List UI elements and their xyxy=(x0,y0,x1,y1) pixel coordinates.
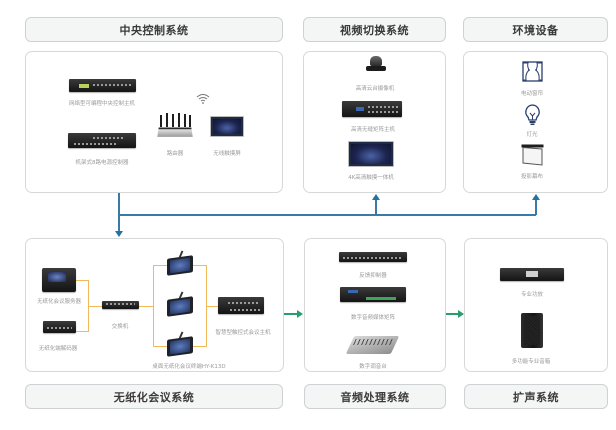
paperless-decoder-device xyxy=(43,321,76,333)
video-matrix-device xyxy=(342,101,402,117)
router-device xyxy=(157,113,193,137)
paperless-header: 无纸化会议系统 xyxy=(25,384,283,409)
ptz-camera-label: 高清云台摄像机 xyxy=(355,86,395,92)
router-label: 路由器 xyxy=(166,151,184,157)
power-amplifier-label: 专业功放 xyxy=(520,292,544,298)
central-controller-device xyxy=(69,79,136,92)
network-switch-device xyxy=(102,301,139,309)
curtain-icon xyxy=(522,61,543,82)
video-switching-panel xyxy=(303,51,446,193)
paperless-decoder-label: 无纸化端解码器 xyxy=(38,346,78,352)
video-switching-header: 视频切换系统 xyxy=(303,17,446,42)
paperless-title: 无纸化会议系统 xyxy=(113,390,195,404)
central-control-title: 中央控制系统 xyxy=(119,23,189,37)
projection-screen-icon xyxy=(521,144,544,166)
environment-header: 环境设备 xyxy=(463,17,608,42)
feedback-suppressor-device xyxy=(339,252,407,262)
network-switch-label: 交换机 xyxy=(111,324,129,330)
audio-matrix-device xyxy=(340,287,406,302)
audio-matrix-label: 数字音频媒体矩阵 xyxy=(350,315,396,321)
power-sequencer-device xyxy=(68,133,136,148)
arrow-to-audio-icon xyxy=(297,310,303,318)
power-sequencer-label: 机架式8路电源控制器 xyxy=(75,160,129,166)
central-control-panel xyxy=(25,51,283,193)
connector-central-down xyxy=(118,193,120,232)
audio-header: 音频处理系统 xyxy=(304,384,446,409)
video-matrix-label: 高清无缝矩阵主机 xyxy=(350,127,396,133)
wire-terminal-bus-left xyxy=(153,265,154,347)
conference-terminal-3 xyxy=(167,331,193,357)
arrow-to-paperless-icon xyxy=(115,231,123,237)
wire-decoder xyxy=(76,331,88,332)
environment-title: 环境设备 xyxy=(512,23,559,37)
connector-env-up xyxy=(535,199,537,215)
connector-audio-pa xyxy=(446,313,459,315)
touch-panel-device xyxy=(210,116,244,137)
video-switching-title: 视频切换系统 xyxy=(340,23,409,37)
central-controller-label: 网络型可编程中央控制主机 xyxy=(68,101,136,107)
connector-paperless-audio xyxy=(284,313,298,315)
arrow-to-environment-icon xyxy=(532,194,540,200)
conference-terminal-label: 桌面无纸化会议终端HY-K13D xyxy=(152,364,226,370)
paperless-server-device xyxy=(42,268,76,292)
audio-title: 音频处理系统 xyxy=(340,390,410,404)
ptz-camera-device xyxy=(366,56,388,72)
connector-video-up xyxy=(375,199,377,215)
touch-display-device xyxy=(348,141,394,167)
arrow-to-video-icon xyxy=(372,194,380,200)
speaker-label: 多功能专业音箱 xyxy=(511,359,551,365)
touch-panel-label: 无线触摸屏 xyxy=(213,151,241,157)
feedback-suppressor-label: 反馈抑制器 xyxy=(359,273,387,279)
conference-host-label: 智慧型触控式会议主机 xyxy=(215,330,271,336)
touch-display-label: 4K高清触摸一体机 xyxy=(348,175,394,181)
projection-screen-label: 投影幕布 xyxy=(520,174,544,180)
conference-terminal-2 xyxy=(167,291,193,317)
pa-panel xyxy=(464,238,608,372)
wire-server xyxy=(76,280,88,281)
curtain-label: 电动窗帘 xyxy=(520,91,544,97)
wifi-icon xyxy=(196,94,210,104)
digital-mixer-device xyxy=(345,336,400,354)
wire-to-host xyxy=(206,306,218,307)
pa-header: 扩声系统 xyxy=(464,384,608,409)
arrow-to-pa-icon xyxy=(458,310,464,318)
speaker-device xyxy=(521,313,543,348)
lightbulb-icon xyxy=(525,104,540,125)
power-amplifier-device xyxy=(500,268,564,281)
connector-horizontal xyxy=(118,214,536,216)
pa-title: 扩声系统 xyxy=(513,390,559,404)
paperless-server-label: 无纸化会议服务器 xyxy=(36,299,82,305)
digital-mixer-label: 数字调音台 xyxy=(359,364,387,370)
conference-terminal-1 xyxy=(167,250,193,276)
lighting-label: 灯光 xyxy=(526,132,538,138)
central-control-header: 中央控制系统 xyxy=(25,17,283,42)
conference-host-device xyxy=(218,297,264,314)
